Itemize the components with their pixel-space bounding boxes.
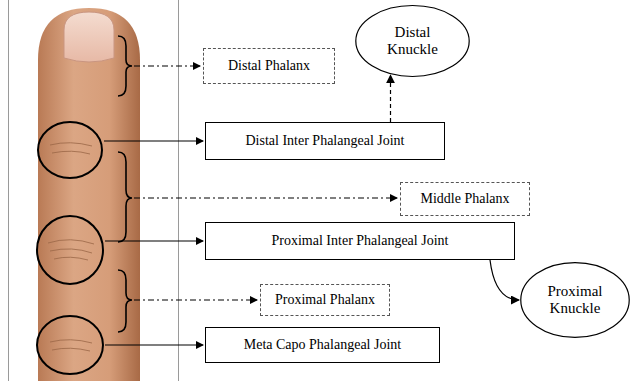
text-group: Proximal Inter Phalangeal Joint (272, 233, 449, 249)
text-group: Distal Inter Phalangeal Joint (245, 133, 404, 149)
node-label: Distal Inter Phalangeal Joint (245, 133, 404, 149)
phalanx-box: Proximal Phalanx (260, 284, 390, 316)
joint-box: Distal Inter Phalangeal Joint (205, 122, 445, 160)
node-label: Proximal Inter Phalangeal Joint (272, 233, 449, 249)
text-group: Meta Capo Phalangeal Joint (244, 337, 401, 353)
connector-arrow (490, 260, 519, 300)
node-label: Distal Knuckle (378, 24, 447, 59)
phalanx-box: Middle Phalanx (400, 182, 530, 216)
knuckle-ellipse: Distal Knuckle (355, 5, 470, 77)
text-group: Middle Phalanx (420, 191, 509, 207)
knuckle-ellipse: Proximal Knuckle (520, 262, 630, 338)
text-group: Proximal Phalanx (275, 292, 375, 308)
text-group: Proximal Knuckle (542, 283, 608, 318)
node-label: Distal Phalanx (228, 58, 310, 74)
node-label: Proximal Phalanx (275, 292, 375, 308)
phalanx-box: Distal Phalanx (203, 48, 335, 84)
joint-box: Proximal Inter Phalangeal Joint (205, 222, 515, 260)
text-group: Distal Phalanx (228, 58, 310, 74)
node-label: Meta Capo Phalangeal Joint (244, 337, 401, 353)
text-group: Distal Knuckle (378, 24, 447, 59)
joint-box: Meta Capo Phalangeal Joint (205, 327, 440, 363)
node-label: Middle Phalanx (420, 191, 509, 207)
node-label: Proximal Knuckle (542, 283, 608, 318)
connector-arrow (390, 75, 391, 122)
